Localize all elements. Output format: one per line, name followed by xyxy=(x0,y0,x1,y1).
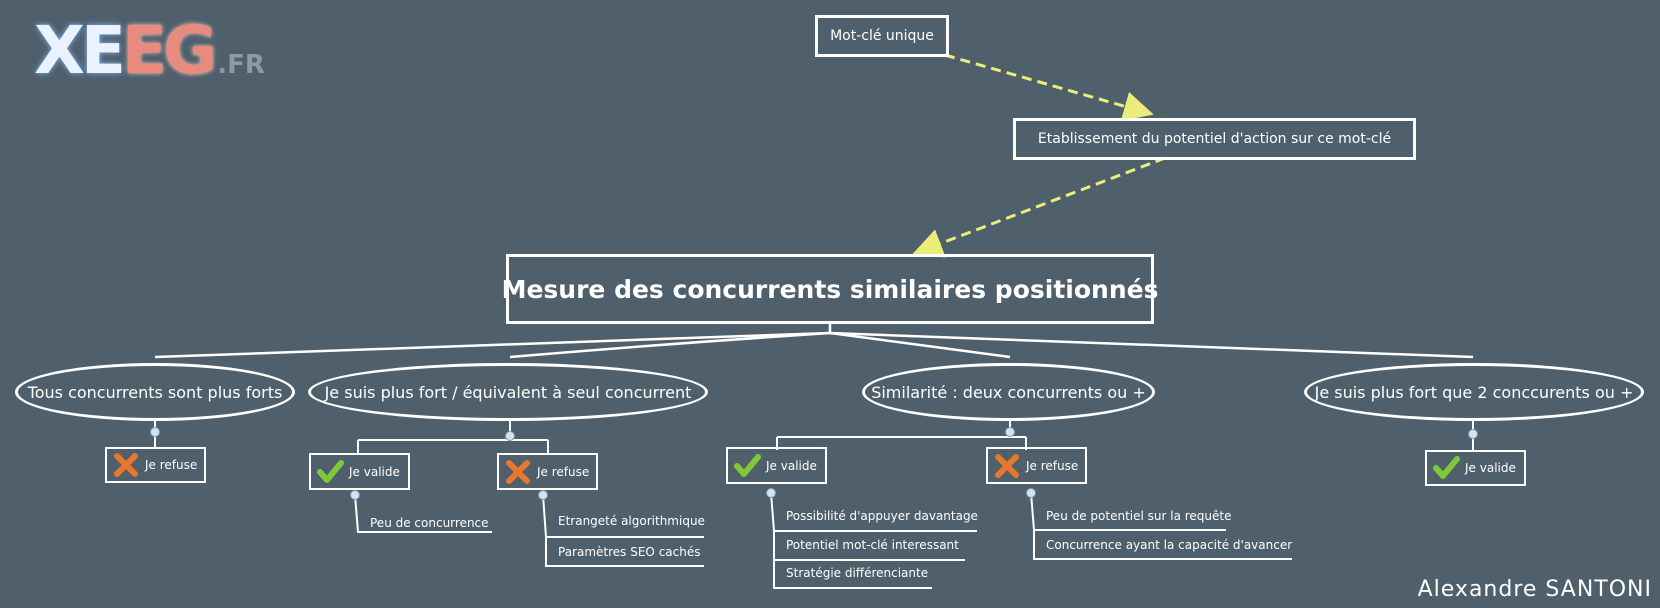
xeeg-logo: XEEG.FR xyxy=(34,18,265,98)
decision-label: Je refuse xyxy=(1026,458,1079,473)
arrow-keyword-to-potential xyxy=(944,53,1154,121)
leaf-item: Concurrence ayant la capacité d'avancer xyxy=(1046,538,1293,552)
check-icon xyxy=(734,453,761,477)
logo-part-xe: XE xyxy=(34,12,126,89)
main-title: Mesure des concurrents similaires positi… xyxy=(501,274,1159,304)
leaf-item: Etrangeté algorithmique xyxy=(558,514,705,528)
branch-stronger-two: Je suis plus fort que 2 conccurents ou + xyxy=(1304,363,1644,421)
logo-part-eg: EG xyxy=(121,12,217,89)
check-icon xyxy=(1433,456,1460,479)
decision-refuse: Je refuse xyxy=(497,453,598,490)
arrow-potential-to-main xyxy=(912,156,1166,258)
author-signature: Alexandre SANTONI xyxy=(1417,577,1652,602)
leaf-item: Stratégie différenciante xyxy=(786,566,929,580)
leaf-item: Possibilité d'appuyer davantage xyxy=(786,509,978,523)
decision-label: Je valide xyxy=(1465,461,1516,475)
decision-validate: Je valide xyxy=(309,453,410,490)
keyword-box: Mot-clé unique xyxy=(815,15,949,57)
branch-connectors xyxy=(154,323,1474,359)
leaf-item: Paramètres SEO cachés xyxy=(558,545,701,559)
branch-label: Similarité : deux concurrents ou + xyxy=(871,382,1146,402)
decision-validate: Je valide xyxy=(1425,450,1526,486)
decision-label: Je valide xyxy=(349,464,400,479)
main-title-box: Mesure des concurrents similaires positi… xyxy=(502,254,1158,324)
decision-refuse: Je refuse xyxy=(105,447,206,483)
decision-label: Je refuse xyxy=(145,458,198,472)
keyword-label: Mot-clé unique xyxy=(830,28,934,44)
leaf-item: Peu de potentiel sur la requête xyxy=(1046,509,1232,523)
cross-icon xyxy=(114,453,138,477)
branch-all-stronger: Tous concurrents sont plus forts xyxy=(15,363,295,421)
leaf-item: Peu de concurrence xyxy=(370,516,489,530)
leaf-item: Potentiel mot-clé interessant xyxy=(786,538,959,552)
branch-label: Je suis plus fort / équivalent à seul co… xyxy=(324,382,692,402)
decision-refuse: Je refuse xyxy=(986,447,1087,484)
decision-label: Je refuse xyxy=(537,464,590,479)
logo-part-fr: .FR xyxy=(217,50,265,80)
collapse-dots xyxy=(150,427,1478,500)
decision-validate: Je valide xyxy=(726,447,827,484)
cross-icon xyxy=(995,453,1019,478)
cross-icon xyxy=(506,459,530,484)
check-icon xyxy=(317,459,344,483)
decision-label: Je valide xyxy=(766,458,817,473)
branch-stronger-single: Je suis plus fort / équivalent à seul co… xyxy=(308,363,708,421)
potential-box: Etablissement du potentiel d'action sur … xyxy=(1013,118,1416,160)
branch-similarity: Similarité : deux concurrents ou + xyxy=(862,363,1155,421)
branch-label: Je suis plus fort que 2 conccurents ou + xyxy=(1314,382,1634,402)
leaf-connectors xyxy=(354,492,1292,589)
branch-label: Tous concurrents sont plus forts xyxy=(27,382,283,402)
potential-label: Etablissement du potentiel d'action sur … xyxy=(1037,131,1392,147)
